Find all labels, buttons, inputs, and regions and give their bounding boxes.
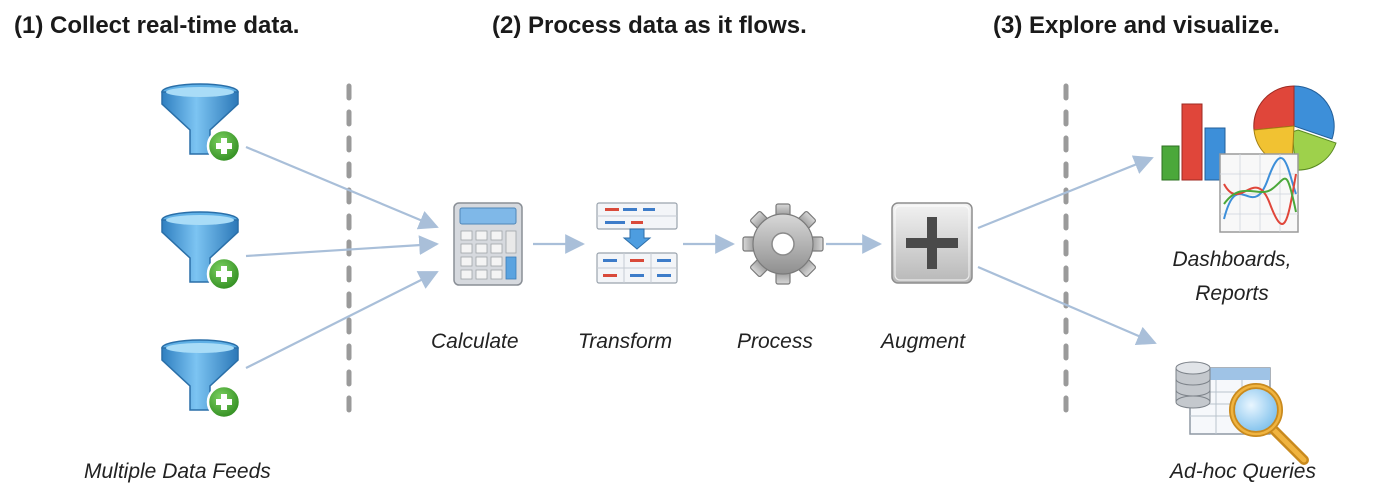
arrow-feed2 [245,235,439,258]
feeds-label: Multiple Data Feeds [84,460,271,483]
flow-arrows [245,145,1157,369]
funnel-plus-icon [161,211,242,292]
step-label-transform: Transform [578,330,673,353]
arrow-feed1 [245,145,439,230]
step-label-augment: Augment [881,330,966,353]
dashboards-label-line1: Dashboards, [1172,248,1292,271]
database-search-icon [1175,361,1309,465]
arrow-augment-dashboards [977,155,1154,230]
adhoc-label: Ad-hoc Queries [1170,460,1316,483]
dashboards-label-line2: Reports [1195,282,1269,305]
funnel-plus-icon [161,339,242,420]
plus-box-icon [891,202,973,284]
step-label-process: Process [737,330,813,353]
funnel-plus-icon [161,83,242,164]
gear-icon [742,203,824,285]
arrow-feed3 [245,271,439,369]
charts-icon [1161,85,1337,233]
arrow-augment-adhoc [977,265,1157,346]
calculator-icon [453,202,523,286]
heading-explore: (3) Explore and visualize. [993,12,1280,39]
transform-table-icon [596,202,678,284]
heading-collect: (1) Collect real-time data. [14,12,300,39]
heading-process: (2) Process data as it flows. [492,12,807,39]
step-label-calculate: Calculate [431,330,519,353]
